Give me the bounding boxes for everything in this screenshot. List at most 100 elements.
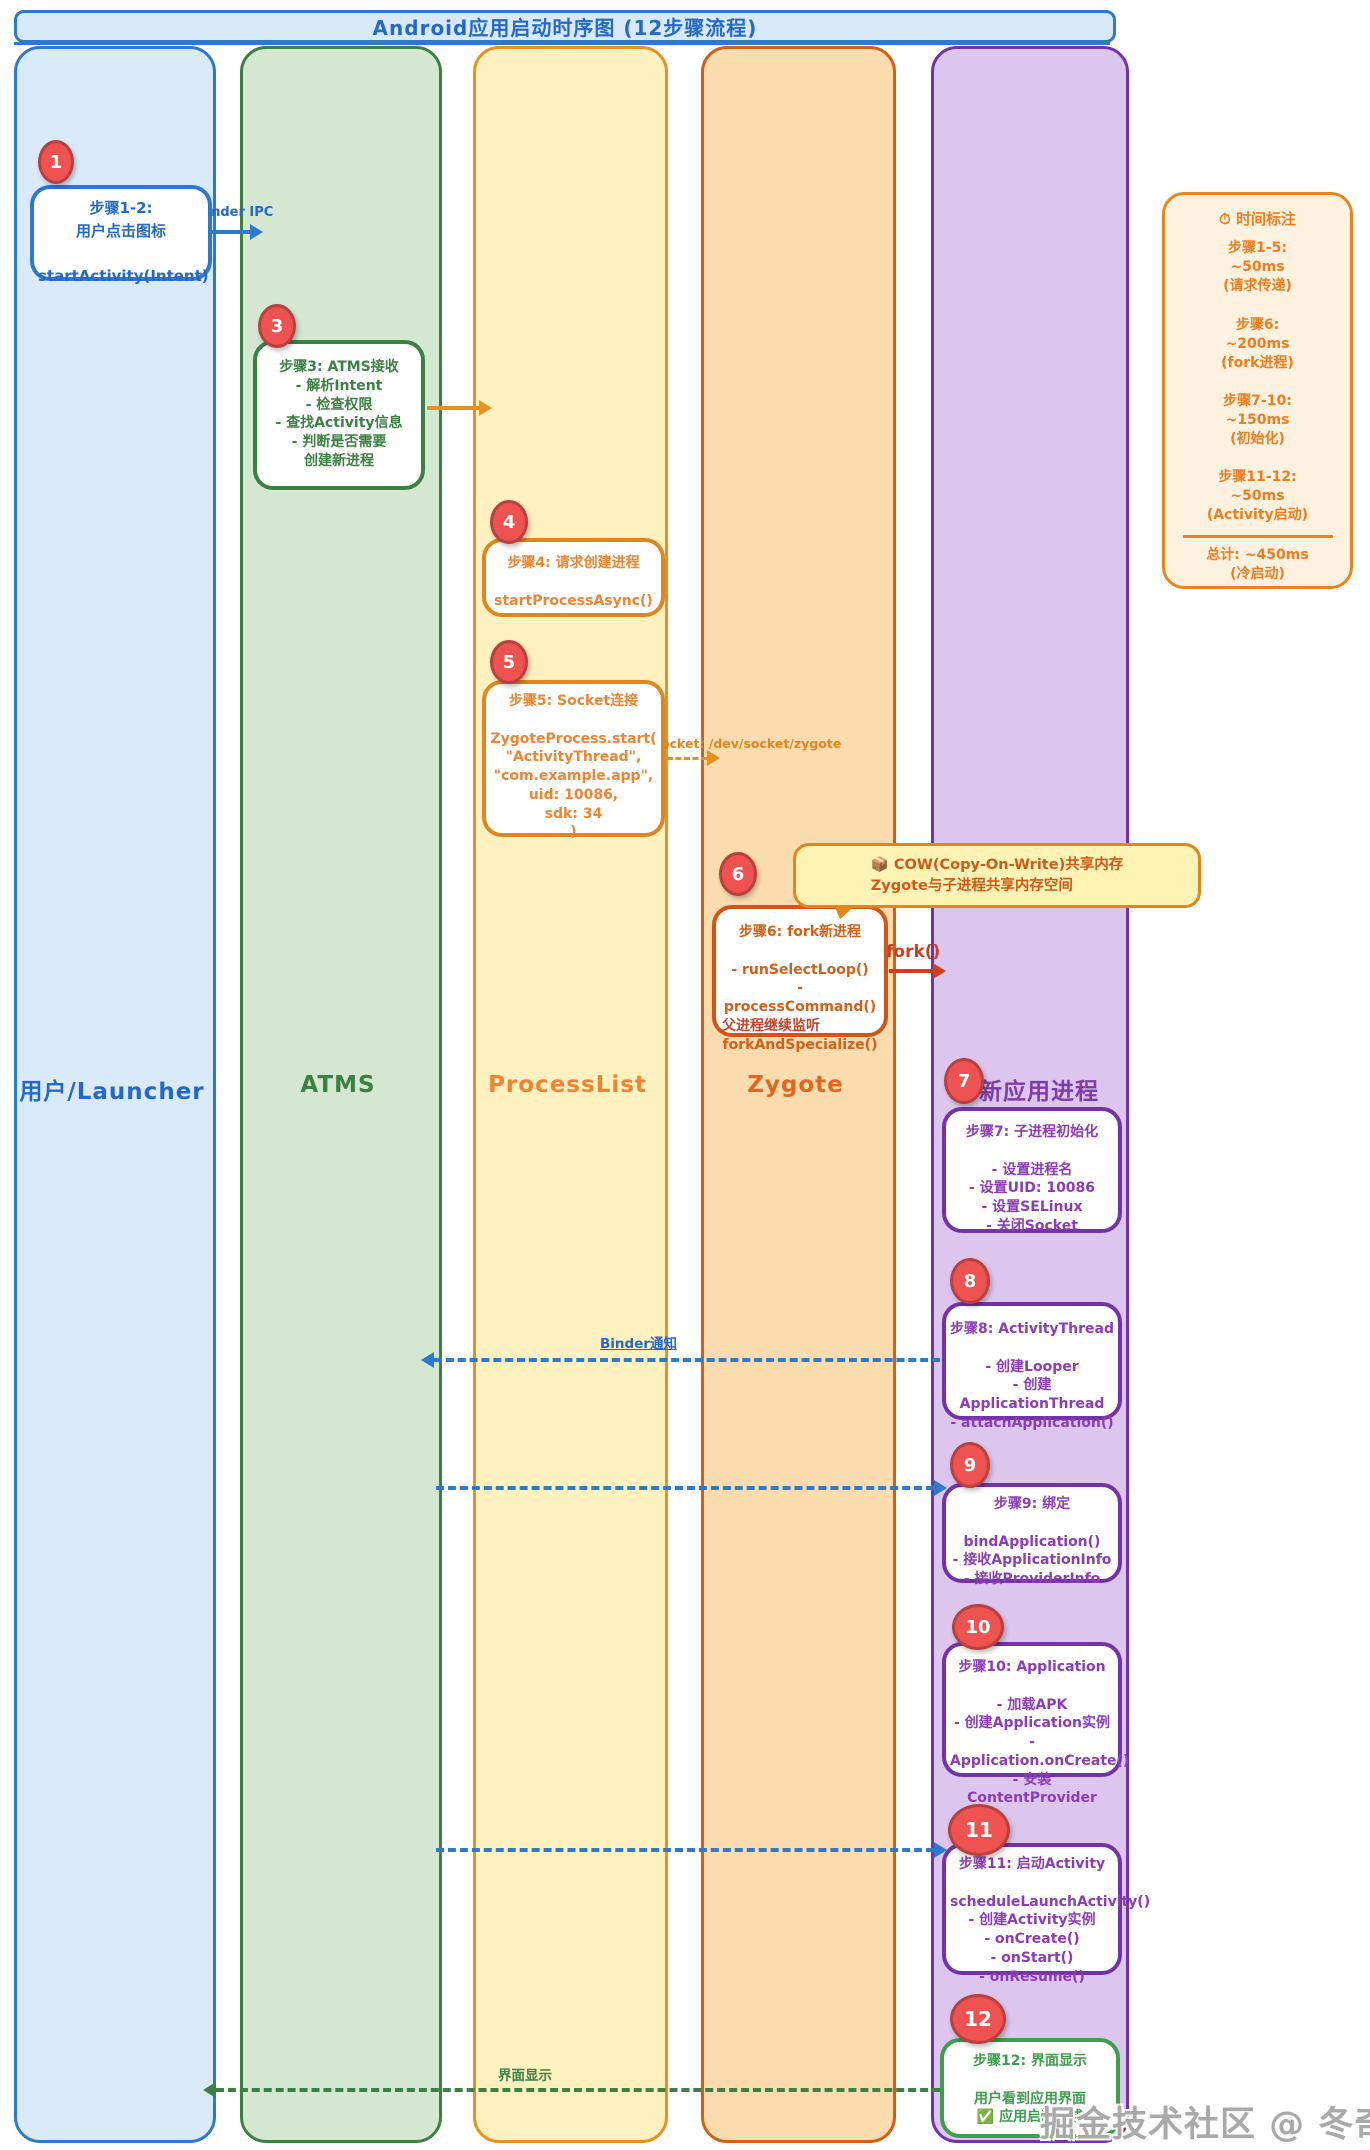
text-line: "ActivityThread", — [505, 749, 642, 766]
lane-label-zygote: Zygote — [747, 1072, 844, 1098]
text-line: 步骤5: Socket连接 — [508, 693, 639, 709]
arrow-socket-connect — [667, 750, 720, 766]
step-1-2-box: 步骤1-2:用户点击图标 startActivity(Intent) — [30, 185, 212, 285]
text-line: (请求传递) — [1223, 278, 1292, 295]
text-line: Zygote与子进程共享内存空间 — [870, 877, 1073, 894]
text-line: 步骤3: ATMS接收 — [279, 359, 399, 375]
text-line — [950, 1514, 1114, 1533]
watermark: 掘金技术社区 @ 冬奇Lab — [1040, 2105, 1370, 2145]
step-6-overlap-line: 父进程继续监听 - forkAndSpecialize() — [720, 1017, 880, 1053]
step-6-box: 步骤6: fork新进程 - runSelectLoop()- processC… — [712, 905, 888, 1053]
text-line: bindApplication() — [963, 1533, 1101, 1550]
step-8-box: 步骤8: ActivityThread - 创建Looper - 创建Applic… — [942, 1302, 1122, 1431]
timing-divider — [1182, 534, 1333, 538]
text-line — [490, 711, 657, 730]
text-line: 步骤4: 请求创建进程 — [507, 555, 640, 571]
arrow-ui-display — [203, 2082, 940, 2098]
cow-memory-note: 📦 COW(Copy-On-Write)共享内存 Zygote与子进程共享内存空间 — [793, 843, 1201, 919]
text-line: - 设置UID: 10086 — [968, 1180, 1096, 1197]
cow-note-tail — [834, 905, 856, 919]
lane-label-new-app-process: 新应用进程 — [979, 1079, 1099, 1105]
arrow-fork — [889, 963, 946, 979]
text-line: 创建新进程 — [304, 452, 374, 469]
text-line: - Application.onCreate() — [950, 1734, 1130, 1769]
text-line: - 判断是否需要 — [291, 434, 387, 450]
step-1-badge: 1 — [38, 140, 74, 184]
text-line: - 安装ContentProvider — [967, 1771, 1097, 1807]
lane-label-atms: ATMS — [300, 1072, 376, 1098]
step-5-badge: 5 — [490, 640, 528, 684]
text-line: ) — [570, 824, 577, 841]
text-line — [1173, 373, 1342, 392]
step-6-lines: 步骤6: fork新进程 - runSelectLoop()- processC… — [720, 923, 880, 1017]
text-line: - 接收ApplicationInfo — [952, 1552, 1112, 1569]
arrowhead-icon — [933, 963, 946, 979]
step-4-box: 步骤4: 请求创建进程 startProcessAsync() — [482, 538, 665, 617]
text-line: - 解析Intent — [295, 377, 383, 394]
text-line: ~50ms — [1230, 259, 1285, 276]
lane-label-processlist: ProcessList — [488, 1072, 647, 1098]
arrow-atms-to-processlist — [427, 400, 492, 416]
step-11-box: 步骤11: 启动Activity scheduleLaunchActivity(… — [942, 1843, 1150, 1985]
step-3-box: 步骤3: ATMS接收- 解析Intent- 检查权限- 查找Activity信… — [253, 340, 425, 490]
step-3-badge: 3 — [258, 304, 296, 348]
timing-entries: 步骤1-5:~50ms(请求传递) 步骤6:~200ms(fork进程) 步骤7… — [1173, 239, 1342, 524]
step-7-box: 步骤7: 子进程初始化 - 设置进程名- 设置UID: 10086- 设置SEL… — [942, 1107, 1122, 1234]
text-line: - 创建ApplicationThread — [959, 1377, 1105, 1412]
text-line: 📦 COW(Copy-On-Write)共享内存 — [870, 857, 1124, 874]
arrow-binder-ipc — [196, 224, 263, 240]
text-line — [950, 1339, 1114, 1358]
step-7-badge: 7 — [944, 1058, 984, 1104]
text-line: "com.example.app", — [493, 768, 654, 784]
text-line: ~200ms — [1225, 335, 1290, 352]
text-line: - onStart() — [990, 1949, 1074, 1966]
arrowhead-icon — [707, 750, 720, 766]
text-line: - 加载APK — [996, 1696, 1068, 1713]
arrow-schedule-launch — [436, 1842, 947, 1858]
text-line: 步骤6: fork新进程 — [738, 924, 862, 940]
text-line: sdk: 34 — [544, 805, 603, 822]
step-6-badge: 6 — [719, 852, 757, 896]
text-line: - runSelectLoop() — [731, 961, 869, 978]
text-line — [950, 1874, 1114, 1893]
timing-title: ⏱ 时间标注 — [1219, 210, 1296, 228]
step-6-fork-code: - forkAndSpecialize() — [722, 1017, 878, 1053]
text-line: 步骤6: — [1235, 316, 1280, 333]
text-line: - attachApplication() — [950, 1414, 1114, 1431]
text-line — [38, 242, 204, 265]
step-6-parent-note: 父进程继续监听 — [722, 1017, 820, 1034]
arrowhead-icon — [250, 224, 263, 240]
text-line — [720, 942, 880, 961]
text-line — [950, 1142, 1114, 1161]
text-line: 步骤1-2: — [89, 199, 153, 217]
text-line: 步骤12: 界面显示 — [973, 2053, 1087, 2069]
text-line: 用户点击图标 — [75, 221, 166, 240]
text-line: - onResume() — [979, 1968, 1085, 1985]
text-line: 步骤8: ActivityThread — [950, 1321, 1114, 1337]
arrow-binder-notify — [421, 1352, 940, 1368]
cow-note-lines: 📦 COW(Copy-On-Write)共享内存 Zygote与子进程共享内存空间 — [871, 855, 1123, 896]
text-line: 步骤7: 子进程初始化 — [965, 1124, 1099, 1140]
arrowhead-icon — [421, 1352, 434, 1368]
step-9-box: 步骤9: 绑定 bindApplication()- 接收Application… — [942, 1483, 1122, 1587]
arrow-label-binder-notify: Binder通知 — [600, 1336, 678, 1352]
text-line — [1173, 449, 1342, 468]
text-line: ✅ 应用启动完成 — [976, 2109, 1084, 2126]
text-line: - 接收ProviderInfo — [963, 1571, 1101, 1587]
lane-zygote — [701, 46, 896, 2143]
text-line — [948, 2071, 1112, 2090]
text-line: 步骤10: Application — [958, 1659, 1106, 1675]
text-line — [490, 573, 657, 592]
text-line — [950, 1677, 1114, 1696]
text-line: - 创建Looper — [985, 1358, 1079, 1375]
text-line: (fork进程) — [1221, 354, 1294, 371]
text-line: - 设置进程名 — [991, 1161, 1073, 1178]
text-line: - onCreate() — [984, 1931, 1080, 1947]
text-line: (冷启动) — [1230, 565, 1285, 582]
text-line: - 关闭Socket — [986, 1217, 1078, 1234]
arrow-label-socket: Socket: /dev/socket/zygote — [652, 736, 842, 751]
text-line — [1173, 296, 1342, 315]
text-line: 总计: ~450ms — [1206, 546, 1309, 563]
text-line: 步骤11: 启动Activity — [958, 1856, 1106, 1872]
diagram-title: Android应用启动时序图 (12步骤流程) — [14, 10, 1116, 43]
